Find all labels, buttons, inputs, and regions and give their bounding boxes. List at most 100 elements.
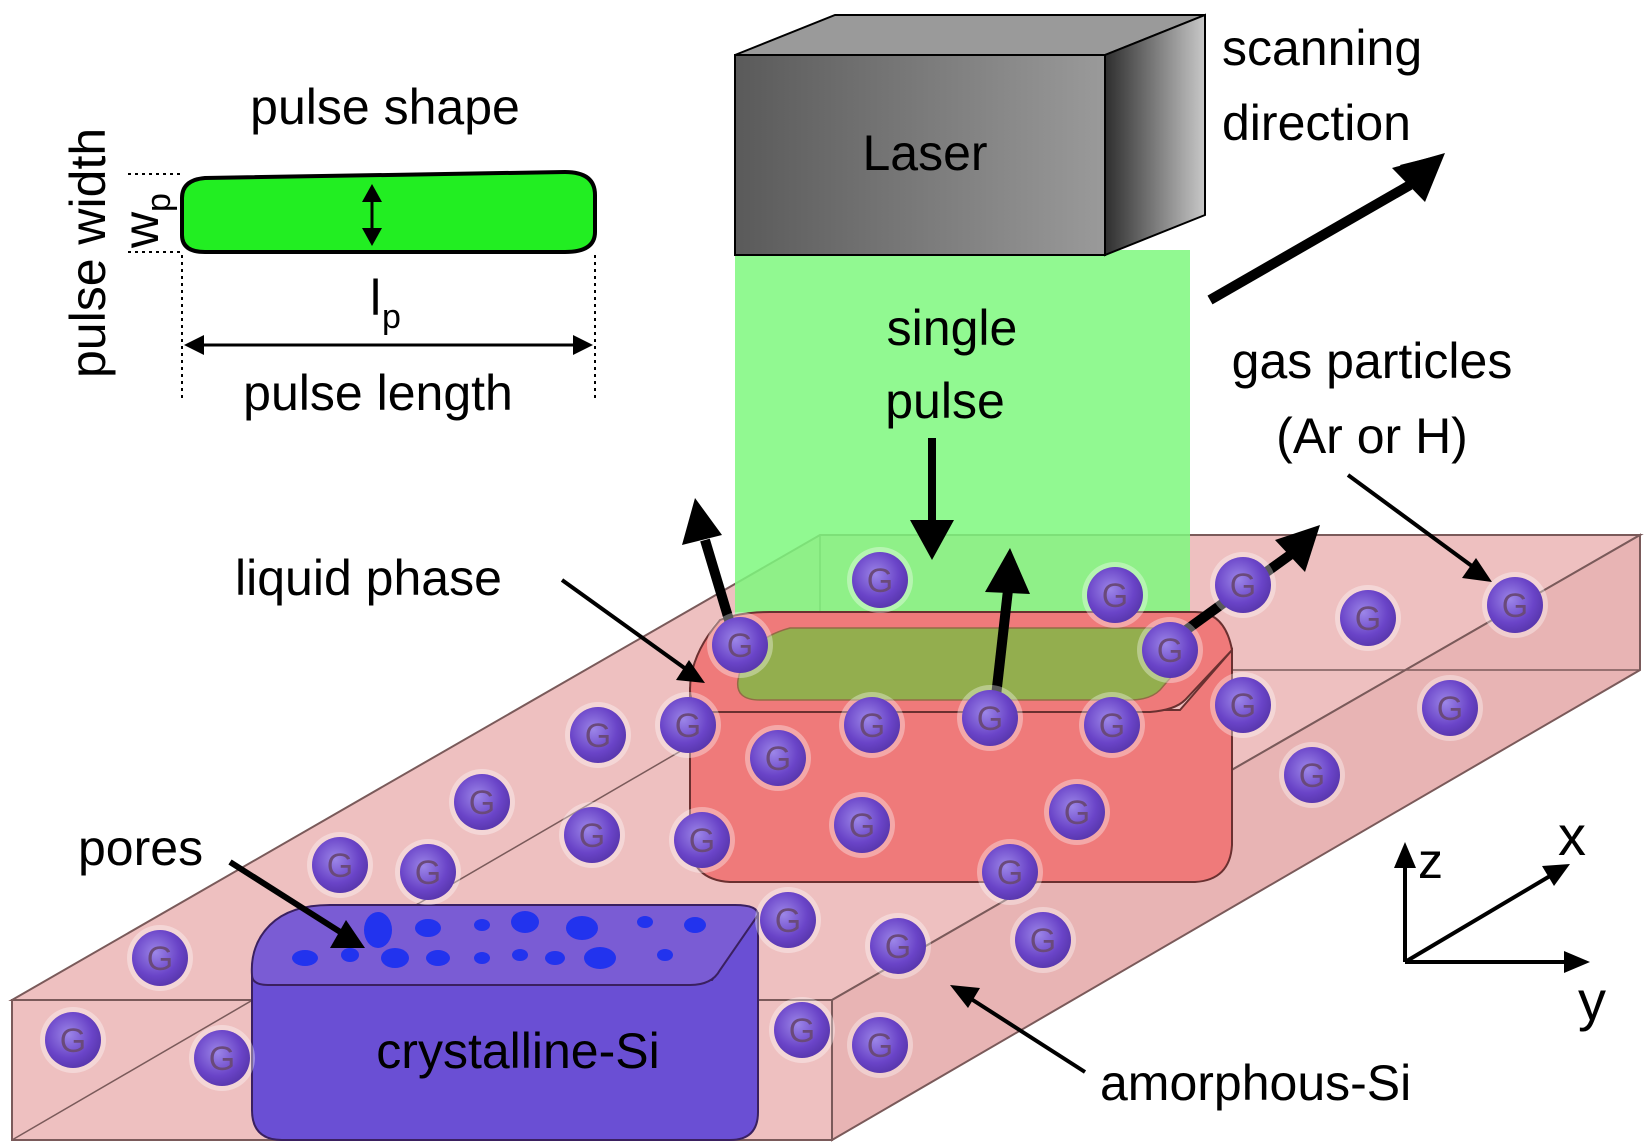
pore — [657, 949, 673, 961]
gas-particle-symbol: G — [675, 707, 701, 745]
pulse-shape-title: pulse shape — [250, 79, 520, 135]
pulse-width-axis-label: pulse width — [60, 128, 116, 378]
gas-particle: G — [865, 913, 931, 979]
pore — [364, 912, 392, 948]
gas-particle: G — [395, 839, 461, 905]
pulse-width-subscript: p — [140, 193, 178, 212]
gas-particle: G — [189, 1025, 255, 1091]
gas-particle: G — [1010, 907, 1076, 973]
gas-particle-symbol: G — [327, 847, 353, 885]
scanning-direction-arrow — [1207, 153, 1445, 305]
gas-particle: G — [769, 997, 835, 1063]
gas-particle-symbol: G — [1437, 690, 1463, 728]
pore — [381, 948, 409, 968]
pulse-width-arrow — [362, 184, 382, 246]
pore — [415, 919, 441, 937]
scanning-direction-line1: scanning — [1222, 20, 1422, 76]
gas-particle-symbol: G — [997, 854, 1023, 892]
gas-particle-symbol: G — [60, 1022, 86, 1060]
axis-z-label: z — [1418, 833, 1443, 889]
pore — [474, 952, 490, 964]
gas-particles-label-line2: (Ar or H) — [1276, 408, 1468, 464]
gas-particle: G — [1417, 675, 1483, 741]
gas-particle: G — [957, 685, 1023, 751]
gas-particle: G — [745, 725, 811, 791]
gas-particle-symbol: G — [689, 822, 715, 860]
laser-label: Laser — [862, 125, 987, 181]
gas-particle-symbol: G — [859, 707, 885, 745]
gas-particle-symbol: G — [1355, 600, 1381, 638]
gas-particle-symbol: G — [1099, 707, 1125, 745]
gas-particle: G — [847, 547, 913, 613]
axis-y-label: y — [1578, 969, 1606, 1032]
pulse-length-arrow — [184, 335, 593, 355]
gas-particle-symbol: G — [1102, 577, 1128, 615]
gas-particle: G — [669, 807, 735, 873]
gas-particle: G — [1279, 742, 1345, 808]
gas-particle: G — [977, 839, 1043, 905]
gas-particle: G — [307, 832, 373, 898]
amorphous-si-label: amorphous-Si — [1100, 1055, 1411, 1111]
pore — [684, 917, 706, 933]
pulse-length-label: pulse length — [243, 365, 513, 421]
gas-particle-symbol: G — [789, 1012, 815, 1050]
coordinate-axes: z x y — [1394, 804, 1606, 1032]
gas-particle: G — [655, 692, 721, 758]
axis-x-label: x — [1558, 804, 1586, 867]
gas-particle: G — [1335, 585, 1401, 651]
gas-particle: G — [127, 925, 193, 991]
gas-particle: G — [755, 887, 821, 953]
gas-particle-symbol: G — [977, 700, 1003, 738]
laser-box — [734, 13, 1206, 257]
gas-particle: G — [449, 769, 515, 835]
scanning-direction-line2: direction — [1222, 95, 1411, 151]
pulse-width-symbol: w — [113, 211, 169, 249]
pulse-length-subscript: p — [382, 298, 401, 336]
gas-particle: G — [1044, 779, 1110, 845]
gas-particle-symbol: G — [1299, 757, 1325, 795]
gas-particle: G — [707, 612, 773, 678]
gas-particle: G — [829, 792, 895, 858]
liquid-phase-pointer-arrow — [560, 578, 705, 683]
gas-particle-symbol: G — [1502, 587, 1528, 625]
gas-particle-symbol: G — [765, 740, 791, 778]
gas-particle: G — [847, 1012, 913, 1078]
pores-group — [292, 911, 706, 969]
pore — [292, 950, 318, 966]
pore — [474, 919, 490, 931]
gas-particles-pointer-arrow — [1346, 473, 1492, 582]
pores-pointer-arrow — [228, 859, 365, 948]
gas-particle: G — [40, 1007, 106, 1073]
gas-particle: G — [1210, 552, 1276, 618]
gas-particle: G — [559, 802, 625, 868]
gas-particle: G — [1137, 617, 1203, 683]
gas-particle-symbol: G — [579, 817, 605, 855]
crystalline-si-label: crystalline-Si — [376, 1023, 659, 1079]
gas-particle-symbol: G — [775, 902, 801, 940]
single-pulse-label-line1: single — [887, 300, 1018, 356]
pore — [341, 948, 359, 962]
gas-particle-symbol: G — [585, 717, 611, 755]
single-pulse-down-arrow — [910, 438, 954, 560]
pore — [426, 950, 450, 966]
gas-particle-symbol: G — [849, 807, 875, 845]
gas-particle: G — [565, 702, 631, 768]
pores-label: pores — [78, 820, 203, 876]
pore — [637, 916, 653, 928]
gas-particle: G — [1210, 672, 1276, 738]
pulse-length-symbol: l — [370, 270, 381, 326]
gas-particle: G — [1079, 692, 1145, 758]
pore — [584, 947, 616, 969]
gas-particle-symbol: G — [1030, 922, 1056, 960]
gas-particle-symbol: G — [415, 854, 441, 892]
gas-particles-label-line1: gas particles — [1232, 333, 1513, 389]
pore — [512, 949, 528, 961]
amorphous-si-pointer-arrow — [950, 985, 1087, 1074]
gas-particle: G — [1482, 572, 1548, 638]
gas-particle: G — [1082, 562, 1148, 628]
gas-particle-symbol: G — [469, 784, 495, 822]
pulse-shape-bar — [180, 169, 597, 254]
gas-particle-symbol: G — [1064, 794, 1090, 832]
